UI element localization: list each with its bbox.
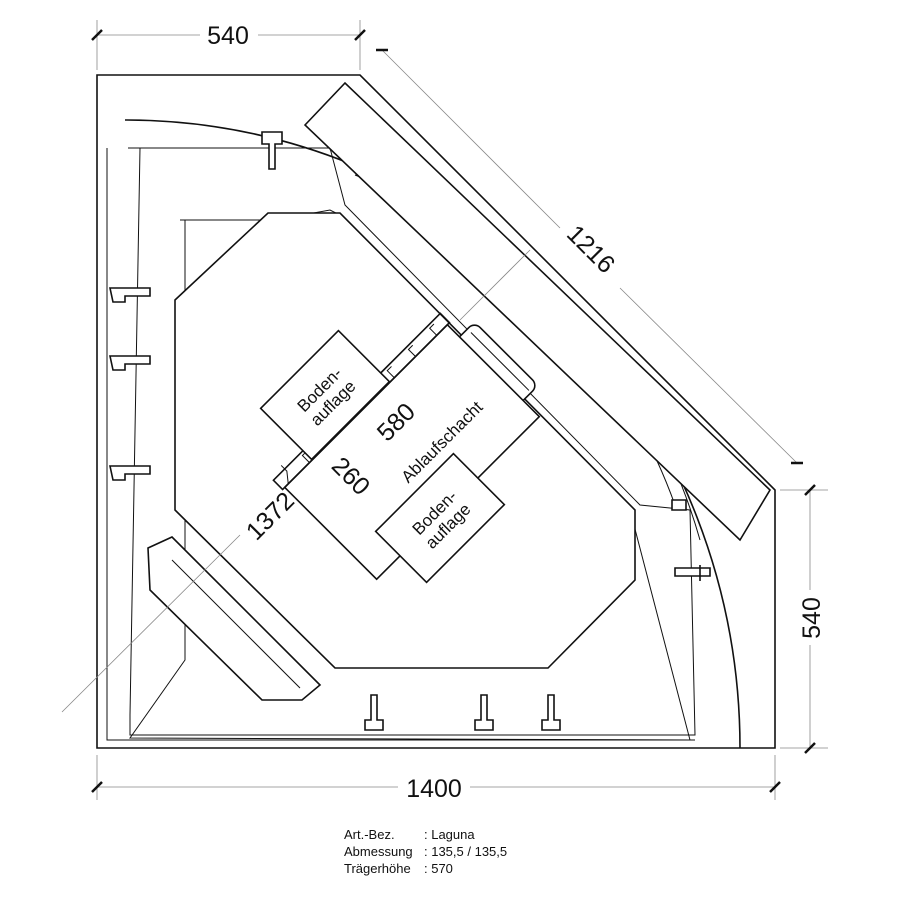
tub-outline	[96, 74, 776, 749]
floor-support-box-2	[374, 452, 506, 584]
mounting-clips	[109, 131, 711, 731]
info-value: : Laguna	[424, 827, 475, 842]
info-key: Abmessung	[344, 844, 413, 859]
dim-top-width: 540	[207, 22, 249, 50]
info-block: Art.-Bez. : Laguna Abmessung : 135,5 / 135…	[344, 826, 507, 877]
floor-support-box-1	[259, 329, 391, 461]
info-key: Trägerhöhe	[344, 861, 411, 876]
headrest	[147, 536, 322, 701]
dimension-lines	[61, 20, 828, 800]
dim-right-height: 540	[798, 597, 826, 639]
info-row: Art.-Bez. : Laguna	[344, 826, 507, 843]
dim-bottom-width: 1400	[406, 775, 462, 803]
info-key: Art.-Bez.	[344, 827, 395, 842]
info-row: Trägerhöhe : 570	[344, 860, 507, 877]
basin-frame	[128, 147, 696, 736]
info-row: Abmessung : 135,5 / 135,5	[344, 843, 507, 860]
dimension-ticks	[91, 29, 816, 793]
info-value: : 570	[424, 861, 453, 876]
dim-diagonal-front: 1216	[561, 220, 620, 279]
info-value: : 135,5 / 135,5	[424, 844, 508, 859]
rim-inner-line	[106, 148, 695, 741]
front-apron	[303, 81, 772, 542]
